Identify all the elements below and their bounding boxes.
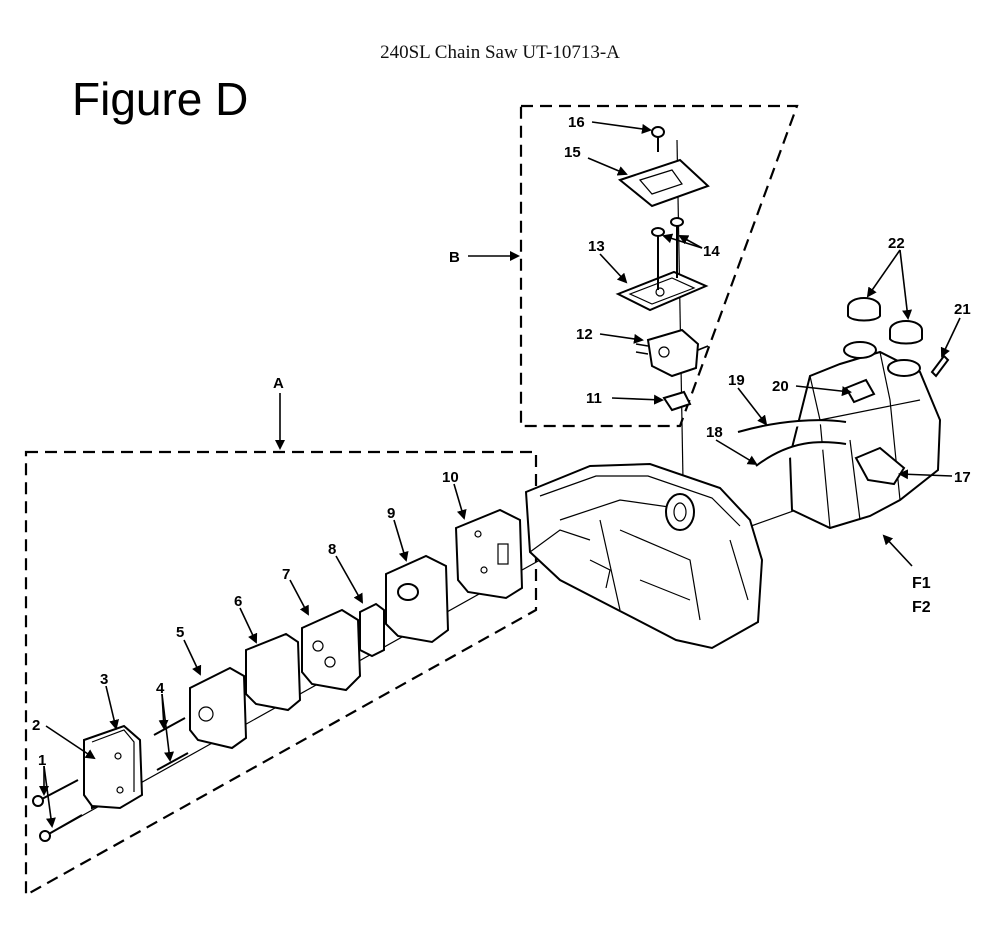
- figure-title: Figure D: [72, 73, 249, 125]
- callout-7: 7: [282, 566, 290, 583]
- part-4-studs: [153, 717, 189, 771]
- part-10-plate: [454, 508, 524, 600]
- group-label-f2: F2: [912, 599, 931, 616]
- part-8-gasket: [359, 602, 385, 658]
- callout-8: 8: [328, 541, 336, 558]
- group-b-boundary: [519, 104, 799, 428]
- part-16-screw: [651, 126, 665, 152]
- callout-leaders: [39, 121, 961, 828]
- group-f-arrow: [882, 534, 913, 567]
- group-label-a: A: [273, 375, 284, 392]
- part-3-muffler-cover: [83, 724, 144, 810]
- callout-10: 10: [442, 469, 459, 486]
- callout-5: 5: [176, 624, 184, 641]
- callout-11: 11: [586, 390, 602, 407]
- callout-12: 12: [576, 326, 593, 343]
- part-5-gasket: [189, 666, 248, 750]
- part-19-hose: [737, 419, 847, 433]
- callout-2: 2: [32, 717, 40, 734]
- tank-assembly: [788, 350, 942, 530]
- callout-21: 21: [954, 301, 971, 318]
- callout-9: 9: [387, 505, 395, 522]
- callout-15: 15: [564, 144, 581, 161]
- callout-16: 16: [568, 114, 585, 131]
- callout-6: 6: [234, 593, 242, 610]
- group-a-boundary: [24, 450, 538, 897]
- part-18-hose: [755, 441, 847, 467]
- part-9-housing: [385, 554, 450, 644]
- callout-19: 19: [728, 372, 745, 389]
- part-6-screen: [245, 632, 302, 712]
- part-20: [844, 378, 876, 404]
- part-15-cover: [617, 158, 710, 208]
- callout-1: 1: [38, 752, 46, 769]
- callout-22: 22: [888, 235, 905, 252]
- part-22-caps: [843, 297, 923, 377]
- group-label-f1: F1: [912, 575, 931, 592]
- callout-13: 13: [588, 238, 605, 255]
- group-label-b: B: [449, 249, 460, 266]
- part-21-vent: [930, 354, 950, 378]
- part-13-plate: [615, 270, 709, 312]
- part-1-bolts: [32, 779, 83, 842]
- part-7-muffler-body: [301, 608, 362, 692]
- engine-housing: [524, 462, 764, 650]
- part-12-carburetor: [635, 328, 709, 378]
- document-title: 240SL Chain Saw UT-10713-A: [380, 42, 620, 63]
- callout-17: 17: [954, 469, 971, 486]
- part-11: [662, 390, 692, 412]
- callout-14: 14: [703, 243, 720, 260]
- callout-18: 18: [706, 424, 723, 441]
- callout-3: 3: [100, 671, 108, 688]
- part-14-screws: [651, 217, 684, 290]
- callout-4: 4: [156, 680, 165, 697]
- callout-20: 20: [772, 378, 789, 395]
